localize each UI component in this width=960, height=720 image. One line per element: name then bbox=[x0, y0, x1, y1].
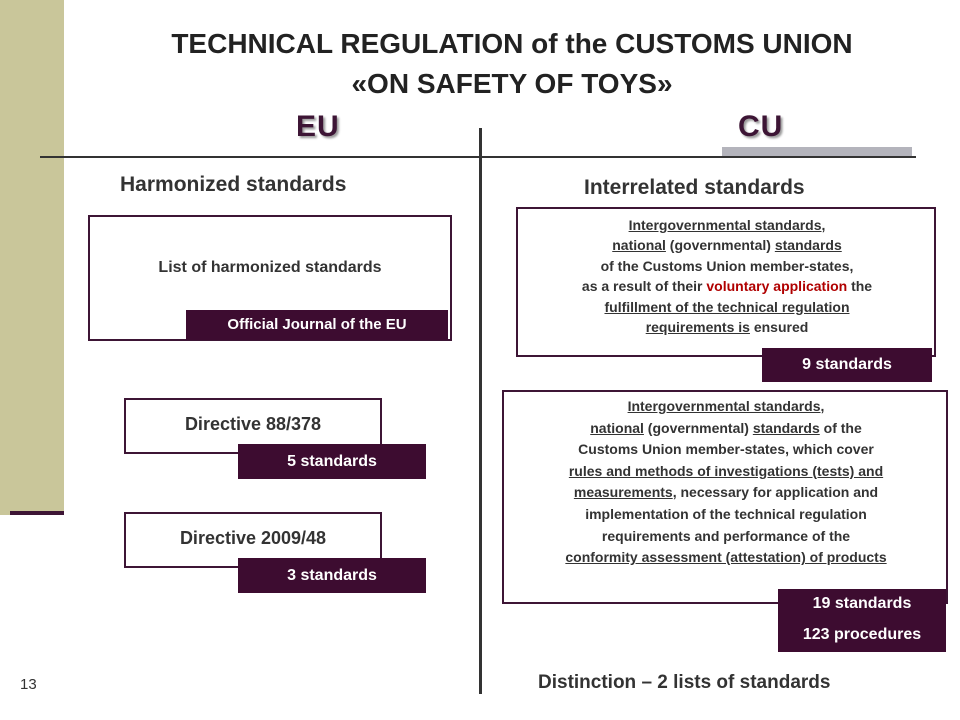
directive-88-378-label: Directive 88/378 bbox=[184, 414, 322, 434]
interrelated-standards-heading: Interrelated standards bbox=[584, 176, 805, 199]
procedures-tag: 123 procedures bbox=[778, 618, 946, 652]
cu-column-heading: CU bbox=[738, 110, 784, 143]
nineteen-standards-tag: 19 standards bbox=[778, 589, 946, 619]
page-number: 13 bbox=[20, 676, 37, 693]
eu-column-heading: EU bbox=[296, 110, 340, 143]
left-decorative-band bbox=[0, 0, 64, 515]
harmonized-list-label: List of harmonized standards bbox=[158, 259, 382, 276]
left-band-underline bbox=[10, 511, 64, 515]
vertical-divider bbox=[479, 128, 482, 694]
directive-2009-48-label: Directive 2009/48 bbox=[179, 528, 327, 548]
official-journal-tag: Official Journal of the EU bbox=[186, 310, 448, 340]
gray-accent-bar bbox=[722, 147, 912, 156]
three-standards-tag: 3 standards bbox=[238, 558, 426, 593]
testing-standards-box: Intergovernmental standards, national (g… bbox=[502, 390, 948, 604]
slide-title-line2: «ON SAFETY OF TOYS» bbox=[351, 68, 673, 99]
five-standards-tag: 5 standards bbox=[238, 444, 426, 479]
voluntary-standards-box: Intergovernmental standards, national (g… bbox=[516, 207, 936, 357]
horizontal-divider bbox=[40, 156, 916, 158]
slide-title-line1: TECHNICAL REGULATION of the CUSTOMS UNIO… bbox=[171, 28, 853, 59]
testing-standards-text: Intergovernmental standards, national (g… bbox=[565, 398, 887, 566]
nine-standards-tag: 9 standards bbox=[762, 348, 932, 382]
distinction-caption: Distinction – 2 lists of standards bbox=[538, 672, 831, 693]
harmonized-standards-heading: Harmonized standards bbox=[120, 173, 347, 196]
voluntary-standards-text: Intergovernmental standards, national (g… bbox=[581, 217, 873, 336]
